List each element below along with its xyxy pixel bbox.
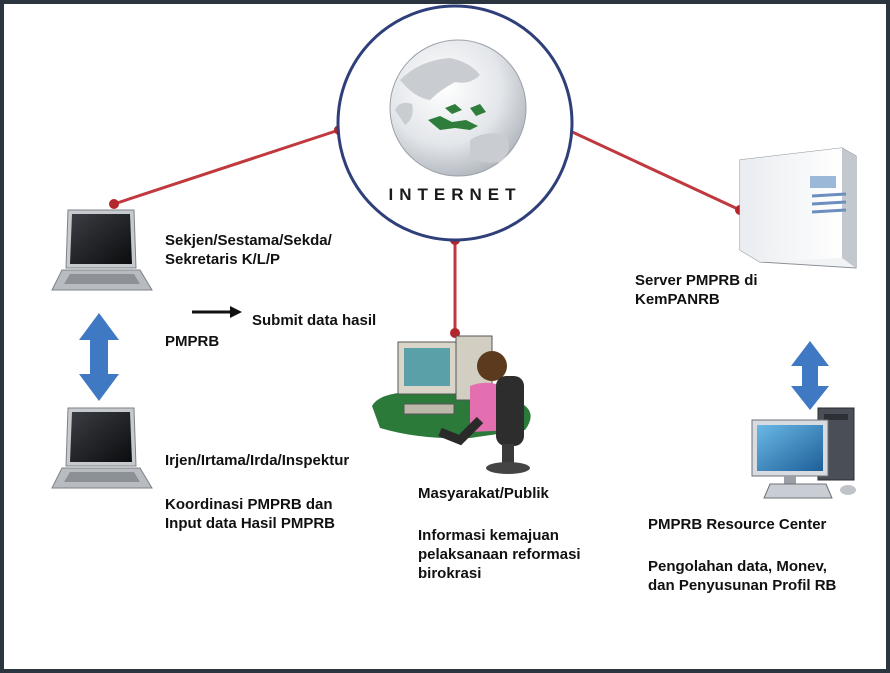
right-arrow-icon: [192, 306, 242, 318]
internet-label: INTERNET: [389, 185, 522, 204]
internet-hub: INTERNET: [336, 4, 574, 242]
node-title-server: Server PMPRB di KemPANRB: [635, 272, 758, 308]
node-description-resource-center: Pengolahan data, Monev, dan Penyusunan P…: [648, 558, 837, 594]
globe-icon: [389, 39, 527, 177]
laptop-icon: [51, 407, 153, 489]
server-icon: [739, 147, 857, 269]
person-at-computer-icon: [372, 335, 531, 474]
node-title-irjen: Irjen/Irtama/Irda/Inspektur: [165, 452, 350, 469]
desktop-computer-icon: [751, 407, 856, 499]
bidirectional-arrow-icon: [791, 341, 829, 410]
submit-data-label: Submit data hasil: [252, 312, 377, 329]
link-endpoint-dot: [109, 199, 119, 209]
bidirectional-arrow-icon: [79, 313, 119, 401]
node-title-resource-center: PMPRB Resource Center: [648, 516, 827, 533]
laptop-icon: [51, 209, 153, 291]
submit-data-label-pmprb: PMPRB: [165, 333, 220, 350]
node-title-masyarakat: Masyarakat/Publik: [418, 485, 549, 502]
link-top-right: [567, 128, 741, 212]
node-title-sekjen: Sekjen/Sestama/Sekda/ Sekretaris K/L/P: [165, 232, 332, 268]
node-description-irjen: Koordinasi PMPRB dan Input data Hasil PM…: [165, 496, 336, 532]
node-description-masyarakat: Informasi kemajuan pelaksanaan reformasi…: [418, 527, 581, 582]
link-top-left: [113, 128, 340, 206]
